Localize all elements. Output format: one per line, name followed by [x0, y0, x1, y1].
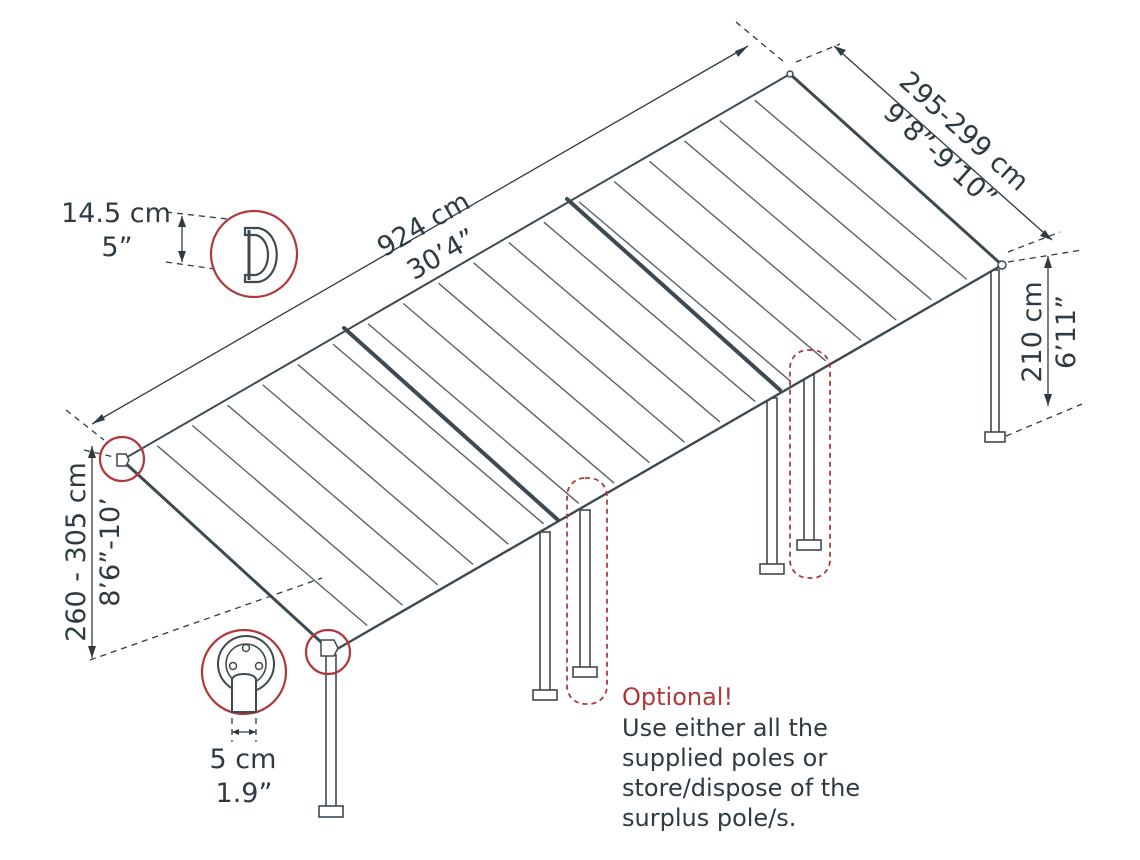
- note-line-3: store/dispose of the: [622, 774, 860, 802]
- front-height-cm-label: 260 - 305 cm: [61, 462, 92, 642]
- roof-panel-rib: [543, 221, 756, 403]
- roof-panel-rib: [332, 343, 545, 525]
- dimension-front-height: 260 - 305 cm 8’6”-10’: [61, 446, 323, 661]
- back-height-cm-label: 210 cm: [1017, 281, 1048, 382]
- roof-panel-rib: [508, 241, 721, 423]
- roof-joiner-beam-2: [565, 197, 782, 392]
- roof-front-beam: [330, 263, 1004, 654]
- optional-post-marker-front: [566, 477, 608, 705]
- roof-panel-rib: [578, 201, 791, 382]
- roof-panel-ribs: [156, 99, 968, 627]
- post-middle-right-optional: [796, 374, 822, 551]
- roof-panel-rib: [367, 323, 580, 504]
- note-line-2: supplied poles or: [622, 744, 827, 772]
- optional-note: Optional! Use either all the supplied po…: [622, 683, 860, 832]
- note-title: Optional!: [622, 683, 733, 711]
- roof-panel-rib: [754, 99, 968, 280]
- post-back-right: [984, 269, 1006, 443]
- roof: [117, 70, 1007, 654]
- gutter-cm-label: 14.5 cm: [61, 198, 171, 229]
- post-middle-right: [759, 397, 785, 575]
- roof-panel-rib: [262, 384, 474, 566]
- roof-panel-rib: [437, 282, 650, 464]
- gutter-in-label: 5”: [101, 232, 132, 263]
- post-front-left: [318, 654, 344, 818]
- roof-back-beam: [121, 73, 791, 461]
- post-middle-front-optional: [572, 509, 598, 678]
- roof-panel-rib: [648, 160, 862, 342]
- roof-right-gutter: [788, 72, 1004, 267]
- front-height-ft-label: 8’6”-10’: [95, 497, 126, 607]
- roof-panel-rib: [402, 302, 615, 484]
- note-line-4: surplus pole/s.: [622, 804, 796, 832]
- corner-detail-marker-front: [304, 628, 352, 676]
- post-in-label: 1.9”: [216, 778, 273, 809]
- dimension-back-height: 210 cm 6’11”: [1005, 249, 1083, 437]
- roof-panel-rib: [297, 363, 509, 545]
- roof-panel-rib: [227, 404, 439, 586]
- gutter-detail-circle: [209, 209, 299, 299]
- callout-post-connector: 5 cm 1.9”: [200, 628, 288, 809]
- posts: [318, 269, 1006, 818]
- back-height-ft-label: 6’11”: [1051, 295, 1082, 369]
- roof-panel-rib: [684, 140, 897, 321]
- roof-joiner-beam-1: [342, 326, 560, 522]
- note-line-1: Use either all the: [622, 714, 828, 742]
- roof-panel-rib: [613, 181, 827, 362]
- corner-detail-marker-left: [98, 435, 146, 483]
- post-middle-front: [532, 531, 558, 701]
- roof-panel-rib: [473, 262, 686, 443]
- roof-panel-rib: [191, 424, 403, 606]
- roof-panel-rib: [719, 120, 932, 301]
- optional-post-marker-back: [789, 349, 831, 579]
- callout-gutter-profile: 14.5 cm 5”: [61, 198, 299, 299]
- roof-left-gutter: [120, 458, 334, 654]
- roof-panel-rib: [156, 445, 368, 627]
- gutter-profile-shape: [243, 226, 278, 284]
- post-cm-label: 5 cm: [210, 744, 277, 775]
